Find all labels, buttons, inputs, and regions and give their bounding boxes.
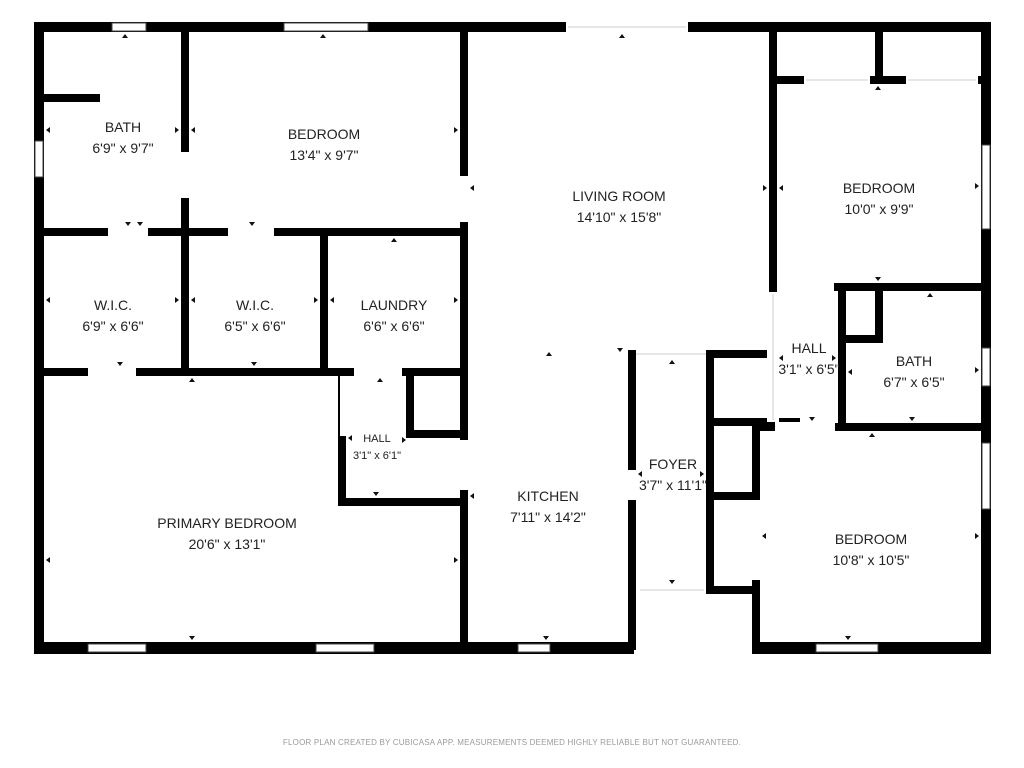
room-label-bedroom-3: BEDROOM 10'8" x 10'5" bbox=[833, 531, 910, 568]
room-dimensions: 10'0" x 9'9" bbox=[845, 201, 914, 217]
room-dimensions: 3'1" x 6'5" bbox=[778, 361, 839, 377]
room-name: FOYER bbox=[649, 456, 697, 472]
room-dimensions: 6'9" x 6'6" bbox=[82, 318, 143, 334]
room-name: HALL bbox=[363, 433, 391, 445]
room-label-laundry: LAUNDRY 6'6" x 6'6" bbox=[361, 297, 428, 334]
room-dimensions: 3'7" x 11'1" bbox=[639, 477, 707, 493]
room-dimensions: 10'8" x 10'5" bbox=[833, 552, 910, 568]
room-label-primary-bedroom: PRIMARY BEDROOM 20'6" x 13'1" bbox=[157, 515, 297, 552]
room-name: PRIMARY BEDROOM bbox=[157, 515, 297, 531]
room-dimensions: 3'1" x 6'1" bbox=[353, 450, 401, 462]
dimension-ticks bbox=[46, 34, 979, 640]
room-name: LAUNDRY bbox=[361, 297, 428, 313]
room-name: BEDROOM bbox=[835, 531, 907, 547]
room-label-wic-1: W.I.C. 6'9" x 6'6" bbox=[82, 297, 143, 334]
room-dimensions: 7'11" x 14'2" bbox=[510, 509, 586, 525]
room-dimensions: 6'9" x 9'7" bbox=[92, 140, 153, 156]
room-dimensions: 6'7" x 6'5" bbox=[883, 374, 944, 390]
room-label-wic-2: W.I.C. 6'5" x 6'6" bbox=[224, 297, 285, 334]
windows bbox=[34, 22, 991, 653]
room-name: W.I.C. bbox=[236, 297, 274, 313]
room-dimensions: 6'6" x 6'6" bbox=[363, 318, 424, 334]
room-label-kitchen: KITCHEN 7'11" x 14'2" bbox=[510, 488, 586, 525]
room-label-hall-1: HALL 3'1" x 6'5" bbox=[778, 340, 839, 377]
footer-disclaimer: FLOOR PLAN CREATED BY CUBICASA APP. MEAS… bbox=[283, 738, 741, 747]
room-name: BEDROOM bbox=[843, 180, 915, 196]
room-label-foyer: FOYER 3'7" x 11'1" bbox=[639, 456, 707, 493]
room-name: HALL bbox=[791, 340, 826, 356]
room-name: BATH bbox=[105, 119, 141, 135]
room-label-bedroom-2: BEDROOM 10'0" x 9'9" bbox=[843, 180, 915, 217]
room-dimensions: 20'6" x 13'1" bbox=[189, 536, 266, 552]
room-label-living-room: LIVING ROOM 14'10" x 15'8" bbox=[572, 188, 665, 225]
room-name: BEDROOM bbox=[288, 126, 360, 142]
room-label-hall-2: HALL 3'1" x 6'1" bbox=[353, 433, 401, 462]
room-name: W.I.C. bbox=[94, 297, 132, 313]
door-openings bbox=[88, 20, 978, 656]
room-name: KITCHEN bbox=[517, 488, 578, 504]
room-dimensions: 13'4" x 9'7" bbox=[290, 147, 359, 163]
room-label-bedroom-1: BEDROOM 13'4" x 9'7" bbox=[288, 126, 360, 163]
room-dimensions: 14'10" x 15'8" bbox=[577, 209, 662, 225]
room-name: BATH bbox=[896, 353, 932, 369]
room-name: LIVING ROOM bbox=[572, 188, 665, 204]
room-dimensions: 6'5" x 6'6" bbox=[224, 318, 285, 334]
room-label-bath-2: BATH 6'7" x 6'5" bbox=[883, 353, 944, 390]
room-label-bath-1: BATH 6'9" x 9'7" bbox=[92, 119, 153, 156]
